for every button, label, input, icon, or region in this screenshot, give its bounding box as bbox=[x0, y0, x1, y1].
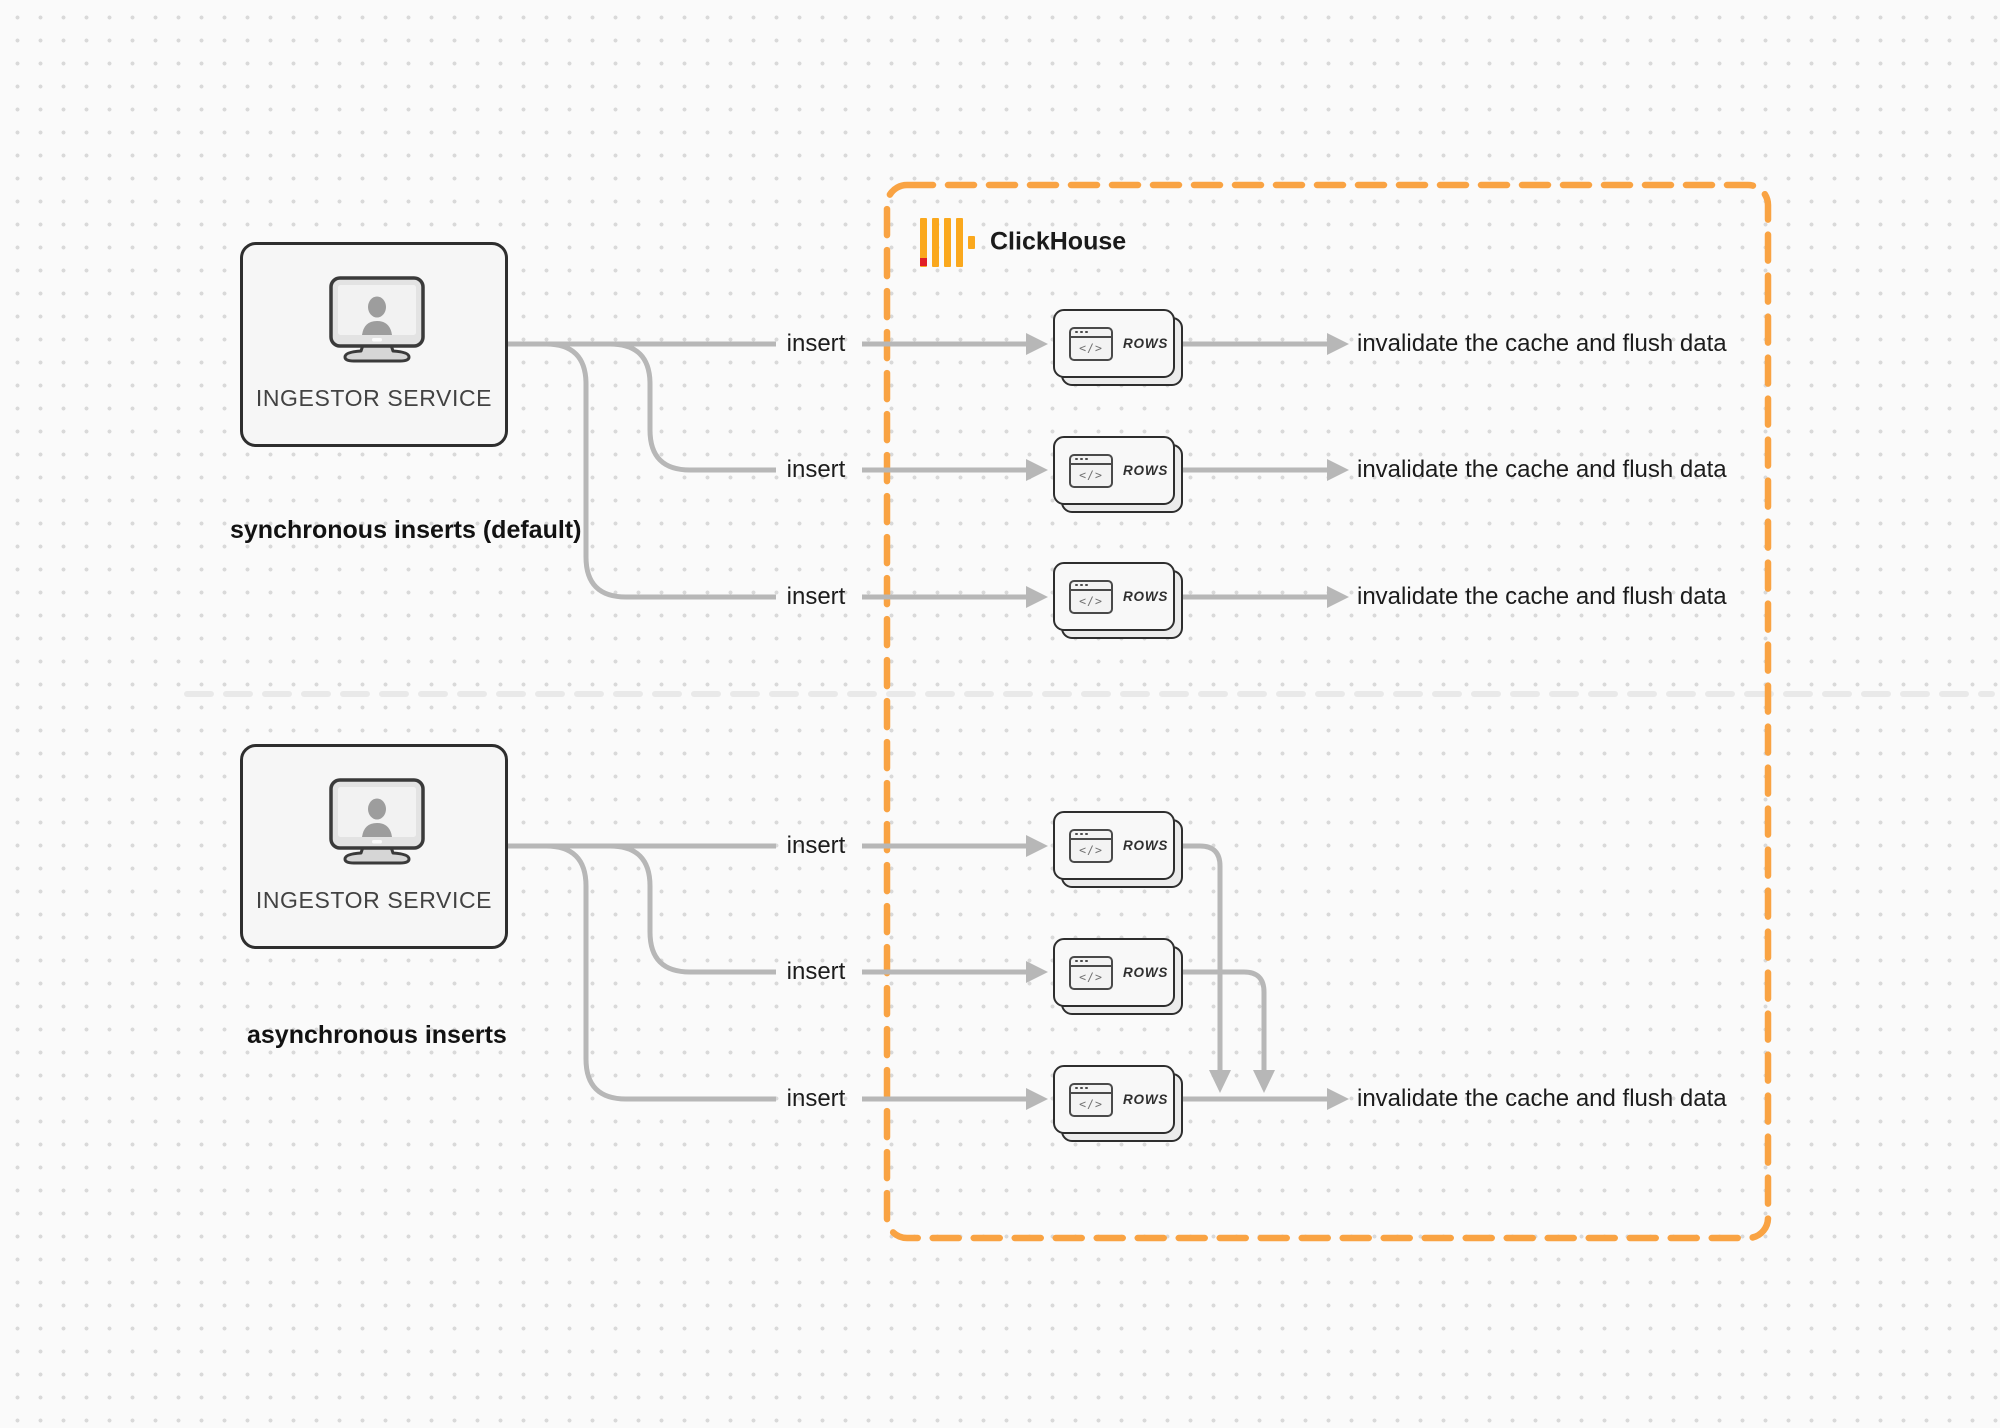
card-front-layer: </> ROWS bbox=[1053, 811, 1175, 880]
rows-label: ROWS bbox=[1123, 463, 1169, 478]
insert-label: insert bbox=[786, 583, 846, 610]
rows-table-card: </> ROWS bbox=[1053, 1065, 1183, 1142]
ingestor-service-label: INGESTOR SERVICE bbox=[255, 385, 493, 411]
async-connectors bbox=[508, 843, 1327, 1102]
card-front-layer: </> ROWS bbox=[1053, 309, 1175, 378]
ingestor-service-box-sync: INGESTOR SERVICE bbox=[240, 242, 508, 447]
rows-label: ROWS bbox=[1123, 838, 1169, 853]
code-window-icon: </> bbox=[1069, 1082, 1113, 1117]
card-front-layer: </> ROWS bbox=[1053, 562, 1175, 631]
result-label: invalidate the cache and flush data bbox=[1357, 330, 1727, 357]
insert-label: insert bbox=[786, 958, 846, 985]
sync-connectors bbox=[508, 341, 1327, 600]
insert-label: insert bbox=[786, 832, 846, 859]
card-front-layer: </> ROWS bbox=[1053, 938, 1175, 1007]
result-label: invalidate the cache and flush data bbox=[1357, 1085, 1727, 1112]
result-label: invalidate the cache and flush data bbox=[1357, 583, 1727, 610]
rows-table-card: </> ROWS bbox=[1053, 562, 1183, 639]
clickhouse-logo-icon bbox=[920, 218, 975, 267]
code-window-icon: </> bbox=[1069, 453, 1113, 488]
ingestor-service-label: INGESTOR SERVICE bbox=[255, 887, 493, 913]
monitor-user-icon bbox=[329, 778, 425, 865]
ingestor-service-box-async: INGESTOR SERVICE bbox=[240, 744, 508, 949]
insert-label: insert bbox=[786, 456, 846, 483]
card-front-layer: </> ROWS bbox=[1053, 1065, 1175, 1134]
rows-table-card: </> ROWS bbox=[1053, 938, 1183, 1015]
code-window-icon: </> bbox=[1069, 326, 1113, 361]
rows-label: ROWS bbox=[1123, 965, 1169, 980]
rows-label: ROWS bbox=[1123, 589, 1169, 604]
insert-label: insert bbox=[786, 330, 846, 357]
code-window-icon: </> bbox=[1069, 579, 1113, 614]
async-arrowheads bbox=[1026, 835, 1349, 1110]
card-front-layer: </> ROWS bbox=[1053, 436, 1175, 505]
code-window-icon: </> bbox=[1069, 828, 1113, 863]
rows-label: ROWS bbox=[1123, 1092, 1169, 1107]
rows-table-card: </> ROWS bbox=[1053, 436, 1183, 513]
result-label: invalidate the cache and flush data bbox=[1357, 456, 1727, 483]
sync-arrowheads bbox=[1026, 333, 1349, 608]
rows-table-card: </> ROWS bbox=[1053, 811, 1183, 888]
rows-label: ROWS bbox=[1123, 336, 1169, 351]
clickhouse-boundary-box bbox=[883, 181, 1772, 1242]
rows-table-card: </> ROWS bbox=[1053, 309, 1183, 386]
monitor-user-icon bbox=[329, 276, 425, 363]
clickhouse-title: ClickHouse bbox=[990, 227, 1127, 256]
sync-section-caption: synchronous inserts (default) bbox=[230, 516, 582, 544]
clickhouse-logo-red-accent bbox=[920, 258, 927, 266]
insert-label: insert bbox=[786, 1085, 846, 1112]
async-section-caption: asynchronous inserts bbox=[247, 1021, 507, 1049]
code-window-icon: </> bbox=[1069, 955, 1113, 990]
